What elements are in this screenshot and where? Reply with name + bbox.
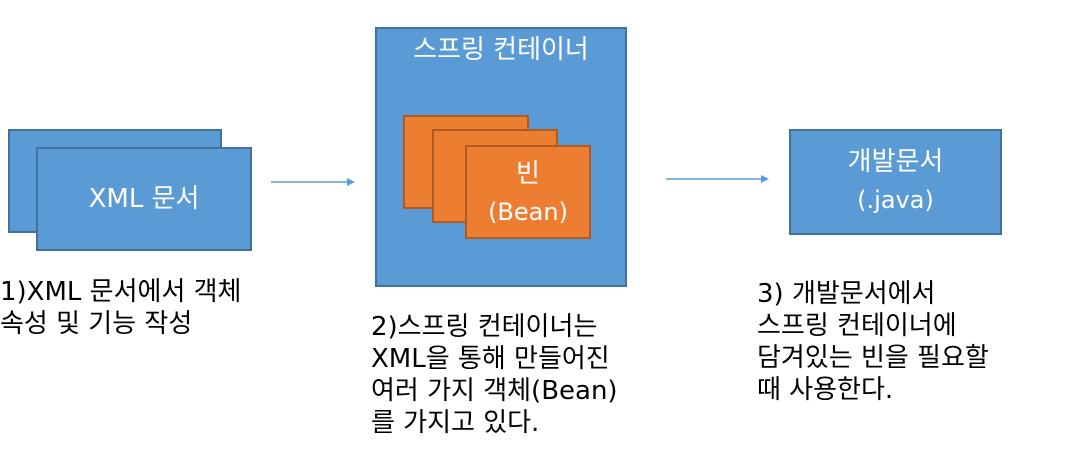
caption-line: 2)스프링 컨테이너는 [371,312,598,342]
caption-line: 속성 및 기능 작성 [0,309,193,339]
caption-line: 때 사용한다. [757,375,894,405]
dev-document-box: 개발문서 (.java) [789,129,1002,235]
xml-document-box: XML 문서 [36,147,252,251]
caption-line: XML을 통해 만들어진 [371,344,610,374]
bean-box: 빈 (Bean) [465,145,591,239]
xml-document-label: XML 문서 [88,184,200,214]
caption-line: 스프링 컨테이너에 [757,311,957,341]
spring-container-title: 스프링 컨테이너 [413,35,589,65]
dev-document-sublabel: (.java) [857,186,934,214]
xml-document-caption: 1)XML 문서에서 객체 속성 및 기능 작성 [0,276,241,340]
caption-line: 1)XML 문서에서 객체 [0,277,242,307]
bean-sublabel: (Bean) [488,198,568,226]
caption-line: 여러 가지 객체(Bean) [371,376,618,406]
arrow-xml-to-container [271,178,355,186]
dev-document-label: 개발문서 [847,147,944,177]
caption-line: 를 가지고 있다. [371,408,540,438]
caption-line: 3) 개발문서에서 [757,279,936,309]
arrow-container-to-dev-doc [666,175,769,183]
spring-container-caption: 2)스프링 컨테이너는 XML을 통해 만들어진 여러 가지 객체(Bean) … [371,311,618,439]
caption-line: 담겨있는 빈을 필요할 [757,343,989,373]
bean-label: 빈 [516,159,540,189]
dev-document-caption: 3) 개발문서에서 스프링 컨테이너에 담겨있는 빈을 필요할 때 사용한다. [757,278,989,406]
